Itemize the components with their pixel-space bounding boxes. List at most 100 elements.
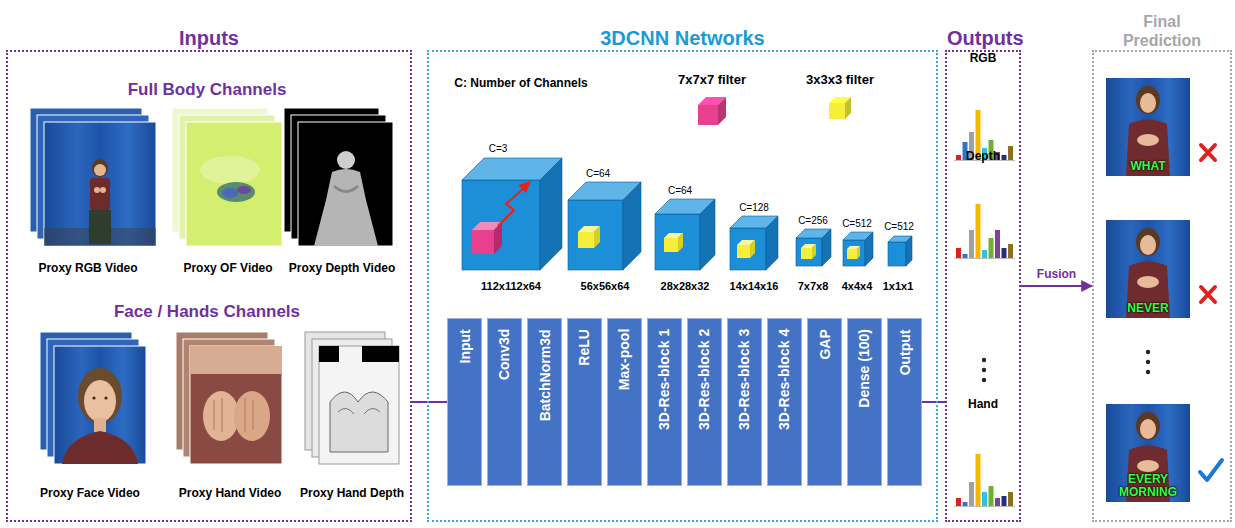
bar-chart [954, 204, 1015, 259]
label-holder: C: Number of Channels [454, 76, 587, 90]
fingers [214, 398, 253, 432]
hand [203, 391, 239, 441]
layer-block: Conv3d [487, 318, 522, 486]
bar [956, 248, 961, 258]
label-holder: C=64 [668, 185, 692, 197]
rgb-video-frames [30, 108, 156, 246]
output-chart: Hand [948, 422, 1018, 510]
filter-front [847, 249, 857, 259]
channel-count: C=512 [884, 221, 914, 233]
panel-heading: Outputs [947, 27, 1019, 50]
dimension-label: 4x4x4 [842, 280, 873, 293]
neck [94, 418, 106, 432]
section-panel: OutputsRGBDepthHand [945, 50, 1021, 522]
chart-title: Depth [948, 149, 1018, 165]
flow-streak [200, 156, 260, 184]
filter-front [737, 245, 750, 258]
layer-block: 3D-Res-block 2 [687, 318, 722, 486]
cube-side [766, 216, 778, 270]
bar [963, 502, 968, 506]
filter-front [801, 248, 812, 259]
video-caption: Proxy RGB Video [30, 261, 146, 277]
label-holder: 4x4x4 [842, 280, 873, 293]
prediction-word: NEVER [1106, 302, 1190, 315]
layer-block: 3D-Res-block 3 [727, 318, 762, 486]
frame [44, 122, 156, 246]
bar [956, 498, 961, 506]
bar [976, 204, 981, 258]
flow-blob [222, 188, 238, 198]
dot [1146, 360, 1150, 364]
input-video: Proxy Depth Video [286, 105, 399, 277]
chin [190, 346, 282, 374]
filter-side [494, 222, 502, 254]
label-holder: 1x1x1 [883, 280, 914, 293]
hand-frames [176, 332, 282, 464]
chart-title: RGB [948, 51, 1018, 67]
legend-item: 3x3x3 filter [790, 72, 890, 121]
eye [92, 396, 95, 399]
bar [956, 155, 961, 160]
swatch-side [718, 97, 726, 125]
wrong-mark [1201, 287, 1215, 302]
label-holder: Full Body Channels [128, 80, 287, 100]
dimension-label: 7x7x8 [798, 280, 829, 293]
connector [922, 401, 945, 403]
layer-block: Input [447, 318, 482, 486]
cube-front [796, 238, 822, 266]
video-caption: Proxy Depth Video [286, 261, 399, 277]
volume-cubes [462, 158, 912, 270]
dimension-label: 112x112x64 [481, 280, 541, 293]
channel-count: C=64 [668, 185, 692, 197]
body [314, 169, 378, 246]
bar [989, 238, 994, 258]
layer-block: ReLU [567, 318, 602, 486]
head [94, 164, 106, 176]
hand-contour [338, 408, 380, 414]
output-chart: Depth [948, 174, 1018, 262]
wrong-mark [1201, 145, 1215, 160]
prediction-frame: WHAT [1106, 78, 1190, 176]
input-video: Proxy RGB Video [30, 105, 146, 277]
filter-front [578, 232, 594, 248]
bar [1002, 496, 1007, 506]
swatch-front [698, 105, 718, 125]
note-text: C: Number of Channels [454, 76, 587, 90]
frame [190, 346, 282, 464]
panel-heading: Final Prediction [1112, 13, 1212, 50]
hand [94, 187, 100, 193]
face [84, 380, 116, 422]
dot [982, 358, 986, 362]
dimension-label: 56x56x64 [581, 280, 630, 293]
bar [1008, 244, 1013, 258]
legend-text: 7x7x7 filter [662, 72, 762, 89]
layer-name: Max-pool [616, 329, 633, 390]
cube-front [462, 180, 540, 270]
dimension-label: 1x1x1 [883, 280, 914, 293]
bar [976, 454, 981, 506]
hand-depth-frames [305, 332, 399, 464]
eye [104, 396, 107, 399]
bar [1002, 155, 1007, 160]
prediction-photo [1106, 220, 1190, 318]
filter-side [812, 244, 816, 259]
layer-block: GAP [807, 318, 842, 486]
label-holder: 7x7x8 [798, 280, 829, 293]
legend-item: 7x7x7 filter [662, 72, 762, 127]
section-panel: InputsProxy RGB VideoProxy OF VideoProxy… [6, 50, 412, 522]
dot [1146, 350, 1150, 354]
cube-side [700, 199, 715, 270]
label-holder: C=64 [586, 168, 610, 180]
prediction-photo [1106, 404, 1190, 502]
label-holder: Face / Hands Channels [114, 302, 300, 322]
video-caption: Proxy Hand Depth [297, 486, 407, 502]
layer-name: Dense (100) [856, 329, 873, 408]
frame [186, 122, 282, 246]
shirt [62, 431, 138, 464]
stride-arrow [498, 188, 524, 226]
optical-flow-frames [172, 108, 282, 246]
video-caption: Proxy OF Video [170, 261, 286, 277]
chart-title: Hand [948, 397, 1018, 413]
channel-count: C=512 [842, 218, 872, 230]
